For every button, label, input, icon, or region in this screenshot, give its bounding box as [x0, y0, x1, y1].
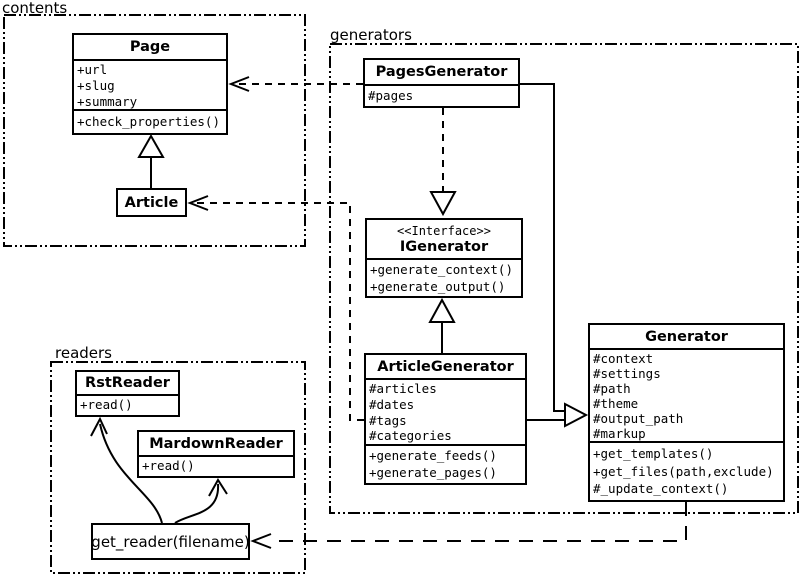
class-igenerator-methods: +generate_context() +generate_output() — [367, 260, 521, 296]
class-rstreader-title: RstReader — [77, 372, 178, 396]
class-articlegenerator-attributes: #articles #dates #tags #categories — [366, 380, 525, 446]
method: +read() — [142, 458, 195, 473]
method: +generate_pages() — [369, 464, 497, 480]
class-igenerator-title: <<Interface>> IGenerator — [367, 220, 521, 260]
attribute: #theme — [593, 396, 639, 411]
inheritance-arrow-page — [137, 133, 165, 158]
class-generator-attributes: #context #settings #path #theme #output_… — [590, 350, 783, 443]
method: +generate_feeds() — [369, 448, 497, 463]
open-arrow-page — [228, 76, 250, 92]
class-pagesgenerator: PagesGenerator #pages — [363, 58, 520, 108]
package-label-generators: generators — [330, 26, 412, 44]
attribute: #context — [593, 351, 654, 366]
open-arrow-mardownreader — [208, 478, 228, 497]
class-article: Article — [116, 188, 187, 217]
attribute: #tags — [369, 412, 407, 428]
method: +read() — [80, 397, 133, 412]
class-page-methods: +check_properties() — [74, 111, 226, 133]
method: +get_templates() — [593, 446, 714, 461]
package-generators-border — [329, 43, 799, 514]
attribute: #categories — [369, 428, 452, 444]
class-mardownreader-title: MardownReader — [139, 432, 293, 457]
class-article-title: Article — [124, 194, 179, 211]
attribute: #markup — [593, 426, 646, 441]
class-page: Page +url +slug +summary +check_properti… — [72, 33, 228, 135]
method: +get_files(path,exclude) — [593, 463, 774, 479]
method: #_update_context() — [593, 481, 729, 496]
function-get-reader: get_reader(filename) — [91, 523, 250, 560]
realization-arrow-igenerator — [429, 191, 457, 217]
method: +generate_context() — [370, 262, 513, 277]
class-articlegenerator: ArticleGenerator #articles #dates #tags … — [364, 353, 527, 485]
class-igenerator: <<Interface>> IGenerator +generate_conte… — [365, 218, 523, 298]
attribute: #path — [593, 381, 631, 396]
attribute: #dates — [369, 396, 415, 412]
attribute: #articles — [369, 381, 437, 396]
attribute: #pages — [368, 88, 414, 103]
edge-articlegenerator-to-article — [192, 202, 364, 421]
class-igenerator-name: IGenerator — [399, 238, 489, 255]
package-contents-border — [3, 14, 306, 247]
attribute: +slug — [77, 78, 115, 93]
class-page-attributes: +url +slug +summary — [74, 61, 226, 111]
edge-pagesgenerator-to-generator — [520, 83, 565, 412]
open-arrow-article — [187, 195, 209, 211]
attribute: +url — [77, 62, 108, 77]
open-arrow-rstreader — [90, 416, 108, 437]
class-rstreader: RstReader +read() — [75, 370, 180, 417]
inheritance-arrow-igenerator — [428, 297, 456, 323]
edge-getreader-to-mardownreader — [174, 483, 220, 524]
package-readers-border — [50, 361, 306, 574]
class-generator-title: Generator — [590, 325, 783, 350]
attribute: #output_path — [593, 411, 684, 426]
attribute: #settings — [593, 366, 661, 381]
class-articlegenerator-title: ArticleGenerator — [366, 355, 525, 380]
method: +check_properties() — [77, 114, 220, 129]
open-arrow-getreader — [250, 533, 272, 549]
class-generator-methods: +get_templates() +get_files(path,exclude… — [590, 443, 783, 500]
class-page-title: Page — [74, 35, 226, 61]
attribute: +summary — [77, 94, 138, 109]
class-pagesgenerator-attributes: #pages — [365, 86, 518, 106]
edge-generator-to-getreader — [271, 502, 687, 542]
class-pagesgenerator-title: PagesGenerator — [365, 60, 518, 86]
class-rstreader-methods: +read() — [77, 396, 178, 415]
method: +generate_output() — [370, 279, 506, 294]
edge-getreader-to-rstreader — [99, 423, 163, 524]
package-label-contents: contents — [2, 0, 68, 17]
class-generator: Generator #context #settings #path #them… — [588, 323, 785, 502]
inheritance-arrow-generator — [564, 402, 589, 428]
class-articlegenerator-methods: +generate_feeds() +generate_pages() — [366, 446, 525, 483]
class-mardownreader-methods: +read() — [139, 457, 293, 476]
package-label-readers: readers — [55, 344, 112, 362]
class-mardownreader: MardownReader +read() — [137, 430, 295, 478]
interface-stereotype: <<Interface>> — [397, 223, 491, 238]
